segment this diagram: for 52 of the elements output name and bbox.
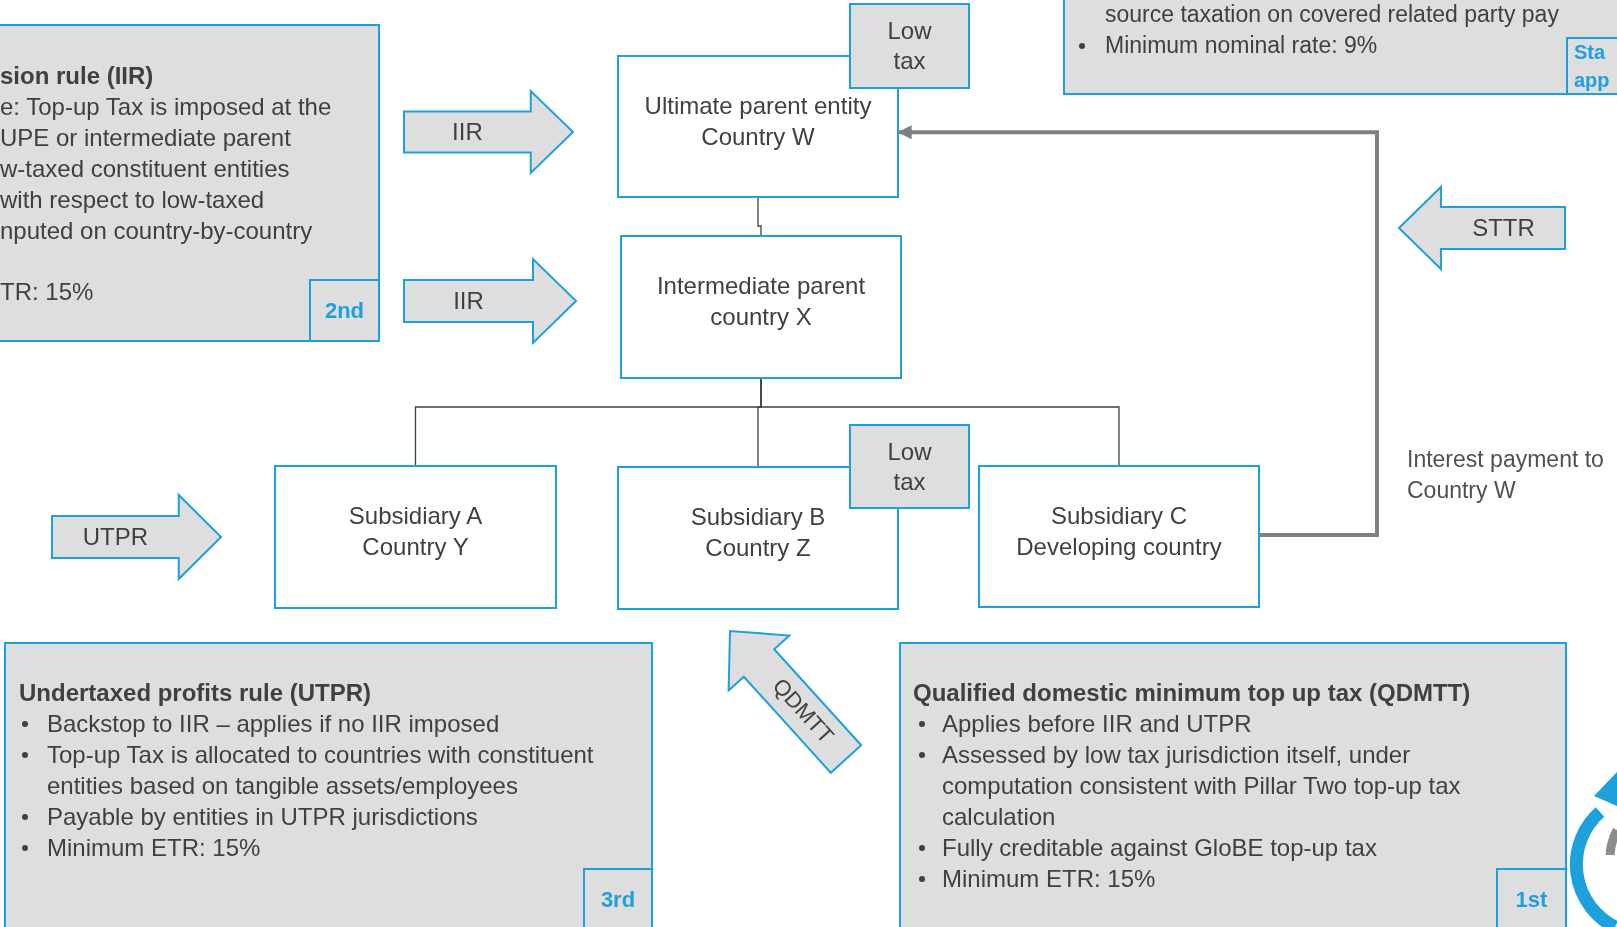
rank-tag xyxy=(309,279,380,342)
text-line: w-taxed constituent entities xyxy=(0,154,290,184)
arrow-label: IIR xyxy=(453,287,484,315)
entity-label: Subsidiary B Country Z xyxy=(689,502,827,563)
low-tax-tag xyxy=(849,424,970,509)
text-line: TR: 15% xyxy=(0,277,94,307)
rank-tag xyxy=(1566,37,1617,95)
rule-panel xyxy=(1063,0,1617,95)
rank-tag xyxy=(583,868,653,927)
bullet-text: Assessed by low tax jurisdiction itself, under computation consistent with Pillar Two top-up tax calculation xyxy=(919,739,1532,832)
bullet-text: Applies before IIR and UTPR xyxy=(919,708,1532,739)
tag-label: 3rd xyxy=(600,886,636,914)
text-line: source taxation on covered related party pay xyxy=(1104,0,1559,29)
rank-tag xyxy=(1496,868,1567,927)
tag-label: 2nd xyxy=(324,296,365,325)
block-arrow xyxy=(727,629,863,775)
rule-panel xyxy=(4,642,653,927)
low-tax-tag xyxy=(849,3,970,89)
rule-panel xyxy=(899,642,1567,927)
bullet-text: Minimum ETR: 15% xyxy=(22,832,607,863)
arrow-label: IIR xyxy=(452,118,483,146)
text-line: with respect to low-taxed xyxy=(0,185,265,215)
panel-heading: Qualified domestic minimum top up tax (QDMTT) xyxy=(913,678,1471,708)
block-arrow xyxy=(403,88,575,176)
panel-heading: Undertaxed profits rule (UTPR) xyxy=(19,678,372,708)
entity-label: Ultimate parent entity Country W xyxy=(643,90,873,152)
tag-label: Low tax xyxy=(886,436,933,497)
bullet-text: Backstop to IIR – applies if no IIR imposed xyxy=(22,708,607,739)
panel-heading: sion rule (IIR) xyxy=(0,61,154,91)
tag-label: Low tax xyxy=(886,16,933,76)
entity-box xyxy=(620,235,902,379)
bullet-text: Top-up Tax is allocated to countries with constituent entities based on tangible assets/employees xyxy=(22,739,607,801)
bullet-text: Minimum nominal rate: 9% xyxy=(1079,30,1378,61)
tag-label: Sta app xyxy=(1574,40,1611,93)
bullet-text: Payable by entities in UTPR jurisdictions xyxy=(22,801,607,832)
entity-box xyxy=(274,465,557,609)
block-arrow xyxy=(403,256,578,346)
text-line: nputed on country-by-country xyxy=(0,216,313,246)
arrow-label: UTPR xyxy=(82,523,149,551)
text-line: e: Top-up Tax is imposed at the xyxy=(0,92,332,122)
tag-label: 1st xyxy=(1515,886,1548,914)
connector-line xyxy=(757,197,762,236)
connector-line xyxy=(760,378,1120,466)
text-line: UPE or intermediate parent xyxy=(0,123,291,153)
entity-label: Subsidiary C Developing country xyxy=(1015,500,1223,562)
block-arrow xyxy=(51,492,223,582)
entity-label: Intermediate parent country X xyxy=(655,271,867,332)
entity-label: Subsidiary A Country Y xyxy=(347,501,484,562)
entity-box xyxy=(978,465,1260,608)
arrow-label: STTR xyxy=(1472,214,1535,242)
rule-panel xyxy=(0,24,380,342)
bullet-text: Fully creditable against GloBE top-up tax xyxy=(919,832,1532,863)
